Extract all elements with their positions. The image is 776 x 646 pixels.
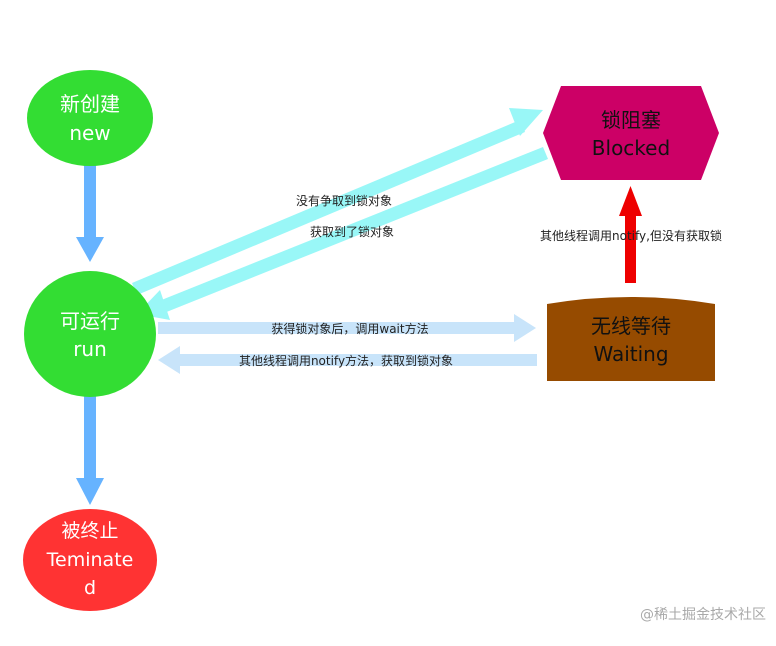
- node-terminated: 被终止 Teminate d: [23, 509, 157, 611]
- arrow-waiting-to-runnable: [158, 346, 537, 374]
- node-blocked: 锁阻塞 Blocked: [543, 86, 719, 180]
- arrow-new-to-runnable: [76, 165, 104, 262]
- node-blocked-label-cn: 锁阻塞: [601, 108, 661, 132]
- watermark: @稀土掘金技术社区: [640, 607, 766, 623]
- edge-label-blocked-to-run: 获取到了锁对象: [310, 224, 394, 239]
- arrow-waiting-to-blocked: [619, 186, 642, 283]
- node-waiting-label-cn: 无线等待: [591, 314, 671, 338]
- edge-label-waiting-to-run: 其他线程调用notify方法，获取到锁对象: [239, 353, 453, 368]
- edge-label-run-to-waiting: 获得锁对象后，调用wait方法: [271, 321, 428, 336]
- node-new: 新创建 new: [27, 70, 153, 166]
- edge-label-run-to-blocked: 没有争取到锁对象: [296, 193, 392, 208]
- node-runnable: 可运行 run: [24, 271, 156, 397]
- node-terminated-label-en: Teminate: [46, 549, 134, 571]
- arrow-runnable-to-blocked: [132, 108, 543, 295]
- node-terminated-label-cn: 被终止: [61, 520, 118, 542]
- node-runnable-label-en: run: [73, 337, 107, 361]
- node-waiting: 无线等待 Waiting: [547, 297, 715, 381]
- arrow-runnable-to-waiting: [158, 314, 536, 342]
- node-terminated-label-en-tail: d: [84, 577, 96, 599]
- node-new-label-cn: 新创建: [60, 92, 120, 116]
- node-runnable-label-cn: 可运行: [60, 309, 120, 333]
- edge-label-waiting-to-blocked: 其他线程调用notify,但没有获取锁: [540, 228, 722, 243]
- node-blocked-label-en: Blocked: [592, 136, 670, 160]
- node-new-label-en: new: [69, 121, 110, 145]
- node-waiting-label-en: Waiting: [593, 342, 668, 366]
- arrow-runnable-to-terminated: [76, 396, 104, 505]
